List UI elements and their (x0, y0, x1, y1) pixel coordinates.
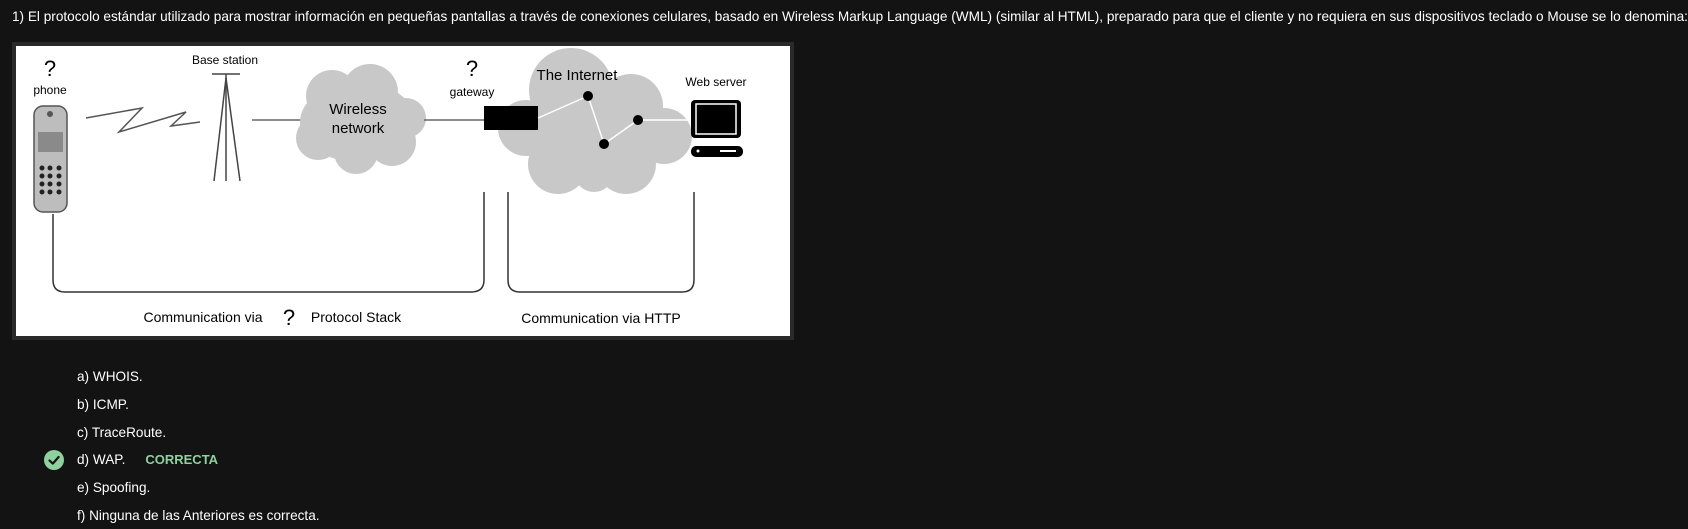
question-text: 1) El protocolo estándar utilizado para … (12, 9, 1688, 24)
gateway-question-mark: ? (466, 56, 478, 81)
phone-question-mark: ? (44, 56, 56, 81)
protocol-stack-label: Protocol Stack (311, 309, 402, 325)
option-text: a) WHOIS. (77, 369, 143, 385)
comm-question-mark: ? (283, 305, 295, 330)
wireless-network-label-2: network (332, 120, 385, 137)
radio-link-icon (85, 106, 201, 134)
comm-via-http-label: Communication via HTTP (521, 310, 681, 326)
option-e[interactable]: e) Spoofing. (77, 474, 320, 502)
http-bracket (507, 192, 695, 293)
internet-nodes-icon (537, 91, 692, 149)
option-text: f) Ninguna de las Anteriores es correcta… (77, 507, 320, 523)
option-text: c) TraceRoute. (77, 424, 167, 440)
option-text: b) ICMP. (77, 397, 129, 413)
option-f[interactable]: f) Ninguna de las Anteriores es correcta… (77, 501, 320, 529)
gateway-box-icon (484, 106, 538, 130)
phone-icon (33, 105, 68, 213)
wap-diagram: ? phone Base station (12, 42, 794, 340)
protocol-stack-bracket (52, 192, 485, 293)
answer-options: a) WHOIS. b) ICMP. c) TraceRoute. d) WAP… (44, 363, 320, 529)
option-c[interactable]: c) TraceRoute. (77, 418, 320, 446)
check-circle-icon (44, 450, 64, 471)
option-text: d) WAP. (77, 452, 126, 468)
wireless-network-cloud (296, 64, 426, 174)
comm-via-label: Communication via (143, 309, 262, 325)
option-b[interactable]: b) ICMP. (77, 391, 320, 419)
base-station-tower-icon (212, 73, 241, 182)
option-a[interactable]: a) WHOIS. (77, 363, 320, 391)
web-server-label: Web server (685, 75, 746, 89)
base-station-label: Base station (192, 53, 258, 67)
web-server-computer-icon (691, 100, 743, 157)
option-text: e) Spoofing. (77, 480, 151, 496)
internet-label: The Internet (537, 67, 619, 84)
gateway-label: gateway (450, 85, 495, 99)
correct-badge: CORRECTA (145, 452, 219, 468)
wireless-network-label-1: Wireless (329, 101, 387, 118)
option-d[interactable]: d) WAP. CORRECTA (44, 446, 320, 474)
phone-label: phone (33, 83, 67, 97)
